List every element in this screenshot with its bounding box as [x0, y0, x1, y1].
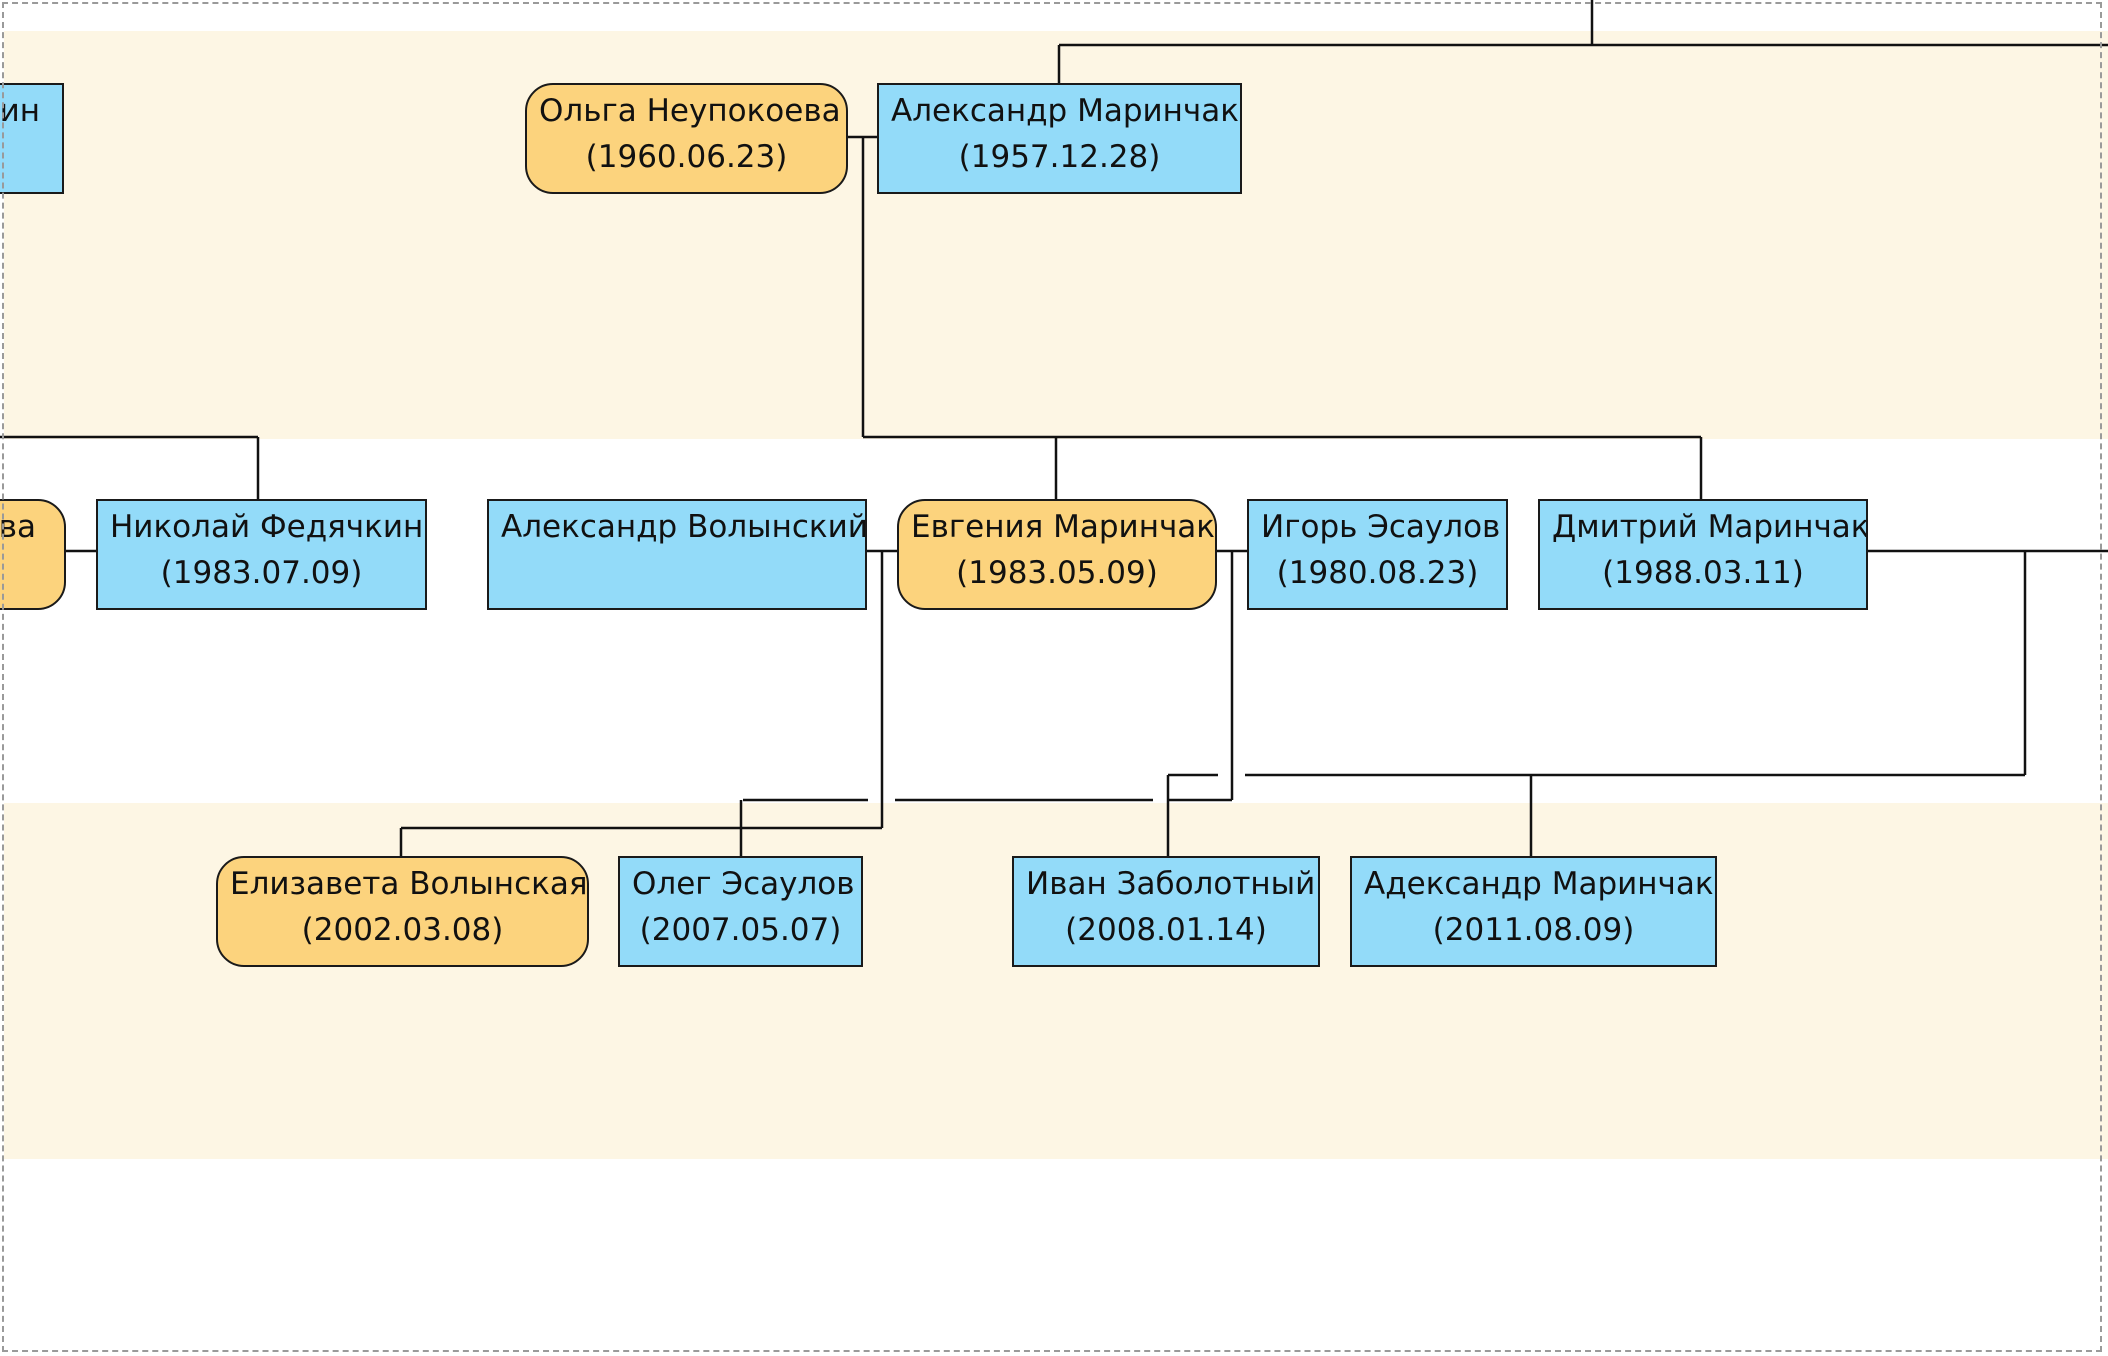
- person-birth-date: (2008.01.14): [1065, 912, 1267, 948]
- person-birth-date: (1980.08.23): [1276, 555, 1479, 591]
- person-birth-date: (1960.06.23): [585, 139, 788, 175]
- person-name: Николай Федячкин: [110, 509, 424, 545]
- person-name: Адександр Маринчак: [1364, 866, 1714, 902]
- person-name: Евгения Маринчак: [911, 509, 1216, 545]
- person-name: ин: [0, 93, 40, 129]
- person-name: Олег Эсаулов: [632, 866, 855, 902]
- person-card-olga-neupokoeva[interactable]: Ольга Неупокоева (1960.06.23): [525, 83, 848, 194]
- person-card-partial-mid[interactable]: ва: [0, 499, 66, 610]
- person-card-oleg-esaulov[interactable]: Олег Эсаулов (2007.05.07): [618, 856, 863, 967]
- person-name: Дмитрий Маринчак: [1552, 509, 1868, 545]
- person-card-dmitrii-marinchak[interactable]: Дмитрий Маринчак (1988.03.11): [1538, 499, 1868, 610]
- person-card-ivan-zabolotnyi[interactable]: Иван Заболотный (2008.01.14): [1012, 856, 1320, 967]
- person-name: Елизавета Волынская: [230, 866, 588, 902]
- person-birth-date: (2007.05.07): [639, 912, 842, 948]
- person-card-evgeniya-marinchak[interactable]: Евгения Маринчак (1983.05.09): [897, 499, 1217, 610]
- person-card-aleksandr-volynskii[interactable]: Александр Волынский: [487, 499, 867, 610]
- person-card-elizaveta-volynskaya[interactable]: Елизавета Волынская (2002.03.08): [216, 856, 589, 967]
- person-birth-date: (1957.12.28): [958, 139, 1161, 175]
- person-birth-date: (1988.03.11): [1602, 555, 1804, 591]
- person-name: Александр Маринчак: [891, 93, 1239, 129]
- person-name: Ольга Неупокоева: [539, 93, 841, 129]
- person-birth-date: (2002.03.08): [301, 912, 504, 948]
- person-card-aleksandr-marinchak-1957[interactable]: Александр Маринчак (1957.12.28): [877, 83, 1242, 194]
- person-birth-date: (1983.07.09): [160, 555, 363, 591]
- person-name: Игорь Эсаулов: [1261, 509, 1501, 545]
- person-birth-date: (2011.08.09): [1432, 912, 1635, 948]
- person-card-igor-esaulov[interactable]: Игорь Эсаулов (1980.08.23): [1247, 499, 1508, 610]
- person-name: Александр Волынский: [501, 509, 867, 545]
- person-card-adeksandr-marinchak-2011[interactable]: Адександр Маринчак (2011.08.09): [1350, 856, 1717, 967]
- person-birth-date: (1983.05.09): [956, 555, 1158, 591]
- person-card-partial-top[interactable]: ин: [0, 83, 64, 194]
- person-name: Иван Заболотный: [1026, 866, 1316, 902]
- person-name: ва: [0, 509, 36, 545]
- person-card-nikolai-fedyachkin[interactable]: Николай Федячкин (1983.07.09): [96, 499, 427, 610]
